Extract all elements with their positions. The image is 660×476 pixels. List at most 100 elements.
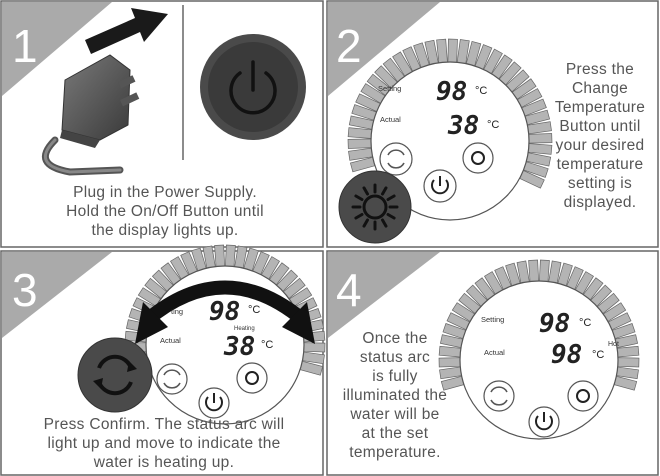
setting-label: ting bbox=[171, 307, 183, 316]
step-4-caption: Once the status arc is fully illuminated… bbox=[335, 329, 455, 462]
actual-label: Actual bbox=[380, 115, 401, 124]
step-3-caption: Press Confirm. The status arc will light… bbox=[14, 415, 314, 472]
sun-icon bbox=[362, 194, 388, 220]
power-button[interactable] bbox=[528, 406, 560, 438]
step-2-caption: Press the Change Temperature Button unti… bbox=[540, 60, 660, 212]
unit-label: °C bbox=[475, 85, 487, 97]
step-number-2: 2 bbox=[336, 20, 362, 72]
hot-label: Hot bbox=[608, 341, 619, 348]
refresh-icon bbox=[163, 369, 181, 389]
panel-step-1 bbox=[0, 0, 324, 248]
setting-temperature: 98 bbox=[539, 309, 570, 339]
power-icon bbox=[229, 71, 277, 115]
step-number-3: 3 bbox=[12, 264, 38, 316]
actual-temperature: 38 bbox=[223, 332, 255, 362]
caption-line: setting is bbox=[567, 175, 633, 192]
status-arc bbox=[347, 38, 553, 189]
actual-label: Actual bbox=[160, 336, 181, 345]
caption-line: Button until bbox=[559, 118, 641, 135]
caption-line: Press Confirm. The status arc will bbox=[43, 416, 285, 433]
arrow-icon bbox=[85, 8, 168, 54]
unit-label: °C bbox=[261, 339, 273, 351]
setting-label: Setting bbox=[481, 315, 504, 324]
caption-line: Press the bbox=[565, 61, 635, 78]
caption-line: the display lights up. bbox=[91, 222, 239, 239]
power-button[interactable] bbox=[423, 169, 457, 203]
arc-segment bbox=[538, 259, 550, 283]
power-icon bbox=[431, 179, 449, 195]
sun-icon bbox=[245, 371, 259, 385]
step-number-4: 4 bbox=[336, 264, 362, 316]
heating-label: Heating bbox=[234, 326, 255, 332]
arc-segment bbox=[447, 38, 458, 64]
arc-segment bbox=[528, 259, 540, 283]
arc-segment bbox=[616, 357, 640, 368]
arc-segment bbox=[214, 244, 226, 268]
panel-step-2 bbox=[326, 0, 659, 248]
temperature-button[interactable] bbox=[462, 142, 494, 174]
caption-line: light up and move to indicate the bbox=[47, 435, 281, 452]
caption-line: is fully bbox=[372, 368, 418, 385]
temperature-button[interactable] bbox=[236, 362, 268, 394]
refresh-icon bbox=[490, 386, 508, 406]
unit-label: °C bbox=[579, 317, 591, 329]
confirm-button[interactable] bbox=[379, 142, 413, 176]
caption-line: at the set bbox=[361, 425, 429, 442]
confirm-button[interactable] bbox=[483, 380, 515, 412]
plug-illustration bbox=[41, 54, 140, 176]
step-tab-4 bbox=[328, 252, 440, 338]
power-icon bbox=[205, 396, 223, 412]
caption-line: Hold the On/Off Button until bbox=[66, 203, 264, 220]
caption-line: Change bbox=[571, 80, 629, 97]
arc-segment bbox=[436, 38, 448, 65]
caption-line: temperature bbox=[556, 156, 644, 173]
arrow-left-icon bbox=[135, 302, 168, 344]
power-button[interactable] bbox=[200, 34, 306, 140]
caption-line: water is heating up. bbox=[93, 454, 235, 471]
unit-label: °C bbox=[592, 349, 604, 361]
temperature-button[interactable] bbox=[567, 380, 599, 412]
caption-line: Temperature bbox=[554, 99, 646, 116]
caption-line: your desired bbox=[555, 137, 645, 154]
actual-temperature: 98 bbox=[551, 340, 582, 370]
actual-temperature: 38 bbox=[447, 111, 479, 141]
arc-segment bbox=[347, 127, 374, 139]
caption-line: temperature. bbox=[349, 444, 441, 461]
power-icon bbox=[535, 415, 553, 431]
step-tab-2 bbox=[328, 2, 440, 96]
arrow-right-icon bbox=[282, 302, 315, 344]
status-arc-arrow bbox=[142, 280, 308, 326]
confirm-button[interactable] bbox=[156, 363, 188, 395]
panel-step-4 bbox=[326, 250, 659, 476]
arc-segment bbox=[302, 342, 326, 353]
confirm-button-pressed[interactable] bbox=[77, 337, 153, 413]
setting-temperature: 98 bbox=[209, 297, 240, 327]
unit-label: °C bbox=[248, 304, 260, 316]
actual-label: Actual bbox=[484, 348, 505, 357]
caption-line: status arc bbox=[359, 349, 431, 366]
caption-line: Once the bbox=[362, 330, 428, 347]
change-temperature-button[interactable] bbox=[338, 170, 412, 244]
step-number-1: 1 bbox=[12, 20, 38, 72]
power-button[interactable] bbox=[198, 387, 230, 419]
step-1-caption: Plug in the Power Supply. Hold the On/Of… bbox=[30, 183, 300, 240]
arc-segment bbox=[224, 244, 236, 268]
setting-temperature: 98 bbox=[436, 77, 467, 107]
caption-line: Plug in the Power Supply. bbox=[73, 184, 257, 201]
arc-segment bbox=[347, 138, 373, 149]
caption-line: displayed. bbox=[563, 194, 637, 211]
step-tab-1 bbox=[2, 2, 112, 96]
status-arc bbox=[438, 259, 640, 391]
setting-label: Setting bbox=[378, 84, 401, 93]
sun-icon bbox=[471, 151, 485, 165]
sun-icon bbox=[576, 389, 590, 403]
caption-line: water will be bbox=[350, 406, 440, 423]
unit-label: °C bbox=[487, 119, 499, 131]
arc-segment bbox=[615, 345, 640, 358]
controller-face bbox=[370, 61, 530, 221]
step-tab-3 bbox=[2, 252, 112, 338]
caption-line: illuminated the bbox=[342, 387, 448, 404]
refresh-icon bbox=[387, 149, 405, 169]
